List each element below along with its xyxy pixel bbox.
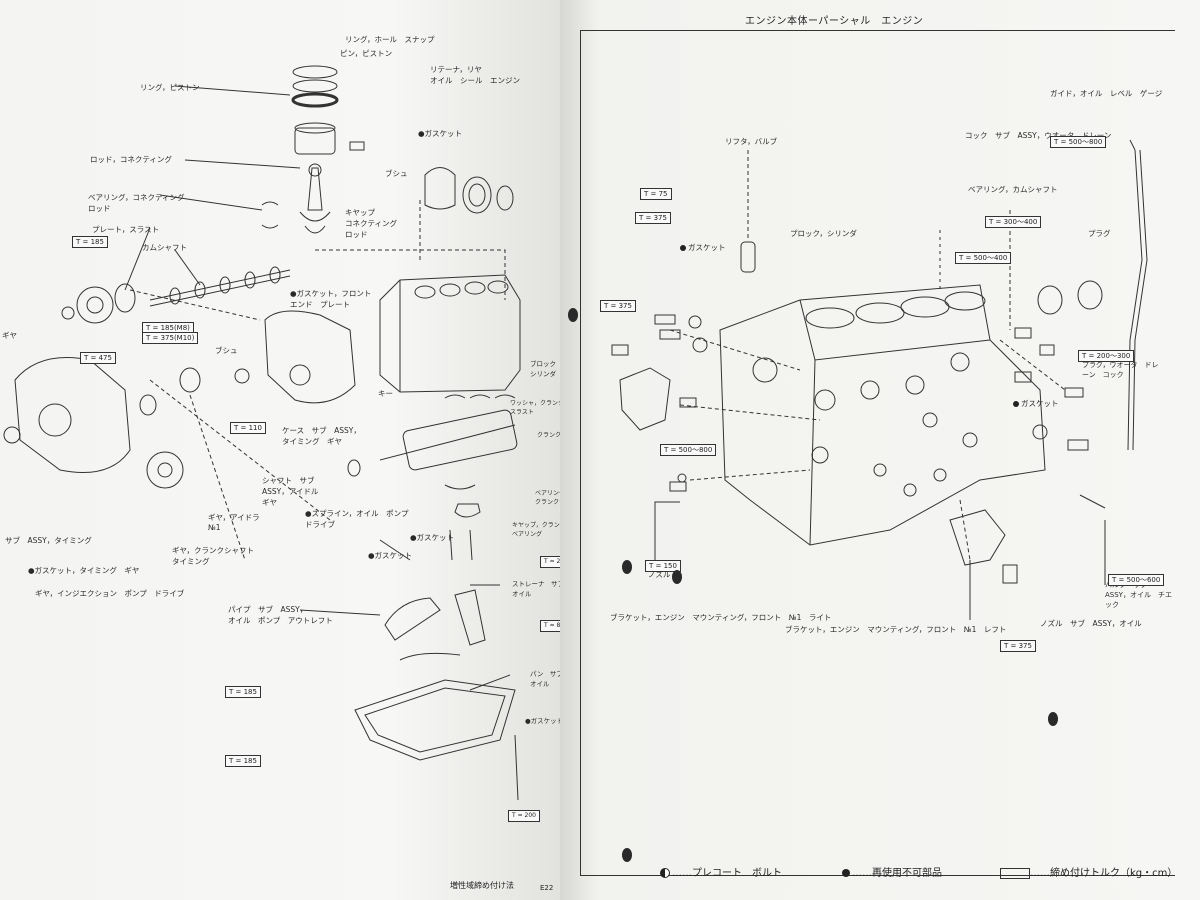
label-strainer-oil: ストレーナ サブ ASSY， オイル [512,580,560,598]
label-gear-idler: ギヤ，アイドラ №1 [208,513,260,532]
label-guide-oil-level-gauge: ガイド，オイル レベル ゲージ [1050,89,1163,98]
torque-box: T = 8 [540,620,560,632]
torque-box: T = 200～300 [540,556,560,568]
torque-box: T = 475 [80,352,116,364]
legend-torque: ……締め付けトルク（kg・cm） [1000,864,1177,879]
label-camshaft: カムシャフト [142,243,187,252]
torque-box: T = 200～300 [1078,350,1135,362]
label-gasket-b: ●ガスケット [410,533,455,542]
label-gasket-a: ●ガスケット [418,129,463,138]
label-gasket-c: ●ガスケット [368,551,413,560]
non-reusable-dot [680,245,686,251]
label-gasket-left: ガスケット [680,242,726,253]
torque-box-icon [1000,867,1030,879]
torque-box: T = 185 [72,236,108,248]
left-exploded-diagram [3,65,521,801]
punch-hole [568,308,578,322]
label-block-cylinder: ブロック シリンダ [530,360,556,378]
label-rod-connecting: ロッド，コネクティング [90,155,172,164]
label-spline-oil-pump: ●スプライン，オイル ポンプ ドライブ [305,509,409,529]
torque-box: T = 185 [225,686,261,698]
label-plug-water-drain: プラグ，ウオータ ドレーン コック [1082,361,1159,379]
punch-hole [622,560,632,574]
label-nozzle-oil: ノズル サブ ASSY，オイル [1040,619,1142,628]
torque-box: T = 500～800 [1050,136,1107,148]
torque-box: T = 300～400 [985,216,1042,228]
non-reusable-icon [842,869,850,877]
label-cover-timing: サブ ASSY，タイミング [5,536,92,545]
label-case-timing-gear: ケース サブ ASSY， タイミング ギヤ [282,426,361,446]
legend-precoat-bolt: ……プレコート ボルト [660,864,782,879]
torque-box: T = 375 [635,212,671,224]
label-plate-thrust: プレート，スラスト [92,225,160,234]
torque-box: T = 375 [600,300,636,312]
bottom-note: 増性域締め付け法 [450,881,514,890]
punch-hole [622,848,632,862]
label-gasket-front-end-plate: ●ガスケット，フロント エンド プレート [290,289,372,309]
punch-hole [1048,712,1058,726]
label-cap-crankshaft-bearing: キヤップ，クランクシャフト ベアリング [512,522,560,538]
non-reusable-dot [1013,401,1019,407]
label-block-cylinder: プロック，シリンダ [790,229,857,238]
torque-box: T = 200 [508,810,540,822]
label-ring-piston: リング，ピストン [140,83,200,92]
precoat-bolt-icon [660,868,670,878]
legend-non-reusable: ……再使用不可部品 [842,864,942,879]
torque-box: T = 500～600 [1108,574,1165,586]
torque-box: T = 110 [230,422,266,434]
left-page: リング，ホール スナップ ピン，ピストン リング，ピストン リテーナ，リヤ オイ… [0,0,560,900]
torque-box: T = 75 [640,188,672,200]
frame-bottom [580,875,1175,876]
label-gasket-d: ●ガスケット [525,717,560,725]
page-number-left: E22 [540,884,554,892]
label-ring-snap: リング，ホール スナップ [345,35,435,44]
right-exploded-diagram [611,139,1148,620]
label-bracket-front-left: ブラケット，エンジン マウンティング，フロント №1 レフト [785,625,1007,634]
torque-box: T = 185 [225,755,261,767]
torque-box: T = 150 [645,560,681,572]
torque-box: T = 375(M10) [142,332,199,344]
label-key: キー [378,389,393,398]
label-nozzle: ノズル [648,570,671,579]
label-pin-piston: ピン，ピストン [340,49,393,58]
label-crankshaft: クランクシャフト [537,432,560,439]
torque-box: T = 500～800 [660,444,717,456]
label-retainer-oil-seal: リテーナ，リヤ オイル シール エンジン [430,65,520,85]
label-gear-injection-pump-drive: ギヤ，インジエクション ポンプ ドライブ [35,589,185,598]
frame-left [580,30,581,875]
label-plug: プラグ [1088,229,1111,238]
label-bush: ブシュ [385,169,408,178]
page-header: エンジン本体ーパーシャル エンジン [745,16,924,27]
label-bearing-camshaft: ベアリング，カムシャフト [968,185,1058,194]
label-bracket-front-right: ブラケット，エンジン マウンティング，フロント №1 ライト [610,613,832,622]
label-lifter-valve: リフタ，バルブ [725,137,778,146]
label-cap-connecting-rod: キヤップ コネクティング ロッド [345,208,398,239]
label-bearing-crankshaft: ベアリング， クランクシャフト [535,490,560,506]
frame-top [580,30,1175,31]
label-bushing: ブシュ [215,346,238,355]
label-pipe-oil-pump-outlet: パイプ サブ ASSY， オイル ポンプ アウトレフト [228,605,333,625]
label-shaft-idler-gear: シャフト サブ ASSY，アイドル ギヤ [262,476,319,507]
label-gear-left: ギヤ [2,331,17,340]
label-cock-water-drain: コック サブ ASSY，ウオータ ドレーン [965,131,1112,140]
torque-box: T = 500～400 [955,252,1012,264]
torque-box: T = 375 [1000,640,1036,652]
label-gasket-right: ガスケット [1013,398,1059,409]
punch-hole [672,570,682,584]
right-page: エンジン本体ーパーシャル エンジン [560,0,1200,900]
label-washer-thrust: ワッシャ，クランクシャフト スラスト [510,400,560,416]
label-bearing-connecting-rod: ベアリング，コネクティング ロッド [88,193,185,213]
label-pan-oil: パン サブ ASSY， オイル [530,670,560,688]
label-gear-crankshaft-timing: ギヤ，クランクシャフト タイミング [172,546,254,566]
label-gasket-timing-gear: ●ガスケット，タイミング ギヤ [28,566,140,575]
